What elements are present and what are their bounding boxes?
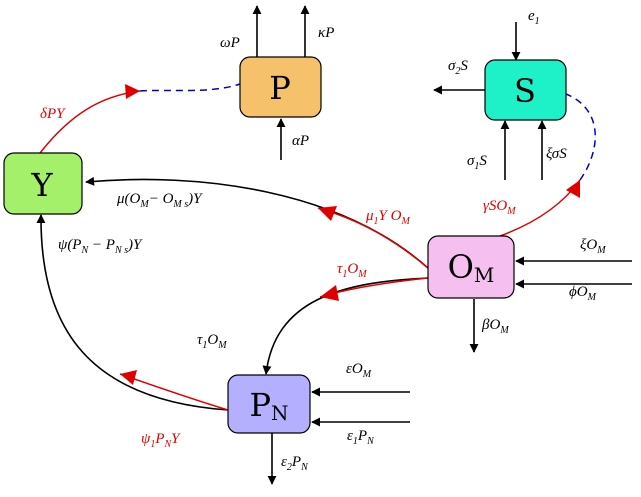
dash-P-link [139, 83, 241, 92]
label-kappaP: κP [318, 25, 334, 41]
label-e1: e1 [528, 8, 540, 27]
label-eps1PN: ε1PN [347, 428, 375, 447]
label-psiPN: ψ(PN − PN s)Y [58, 237, 143, 256]
label-sigma1S: σ1S [467, 153, 487, 172]
label-psi1PNY: ψ1PNY [141, 431, 181, 450]
node-PN-label: PN [249, 386, 288, 425]
node-OM-label: OM [448, 248, 495, 287]
node-Y: Y [3, 152, 83, 215]
red-arrowhead-mu1YOM [318, 206, 337, 221]
curve-OM-to-PN [262, 277, 429, 375]
red-arrowhead-psi1PNY [120, 370, 137, 385]
label-xiSigmaS: ξσS [546, 146, 567, 162]
dash-S-link [565, 93, 596, 181]
node-S-box [484, 59, 567, 121]
red-psi1PNY [119, 373, 229, 411]
label-muOM: μ(OM− OM s)Y [116, 191, 203, 210]
red-arrowhead-deltaPY [125, 84, 140, 99]
label-gammaSOM: γSOM [483, 198, 516, 217]
node-S-label: S [514, 72, 536, 110]
label-deltaPY: δPY [40, 106, 66, 122]
red-arrowhead-tau1OM [320, 285, 339, 301]
label-xiOM: ξOM [580, 237, 606, 256]
red-arrowhead-gammaSOM [566, 180, 580, 198]
node-PN-box [227, 374, 311, 434]
label-eps2PN: ε2PN [281, 454, 309, 473]
label-betaOM: βOM [481, 317, 509, 336]
node-Y-label: Y [30, 166, 53, 204]
node-Y-box [3, 152, 83, 215]
node-OM: OM [427, 235, 515, 299]
label-sigma2S: σ2S [448, 58, 468, 77]
label-epsOM: εOM [346, 361, 372, 380]
label-tau1OM-red: τ1OM [337, 261, 367, 280]
node-OM-box [427, 235, 515, 299]
node-P: P [239, 56, 322, 118]
curve-PN-to-Y [36, 214, 229, 411]
label-phiOM: ϕOM [569, 284, 597, 303]
label-tau1OM-black: τ1OM [197, 332, 227, 351]
node-PN: PN [227, 374, 311, 434]
node-P-box [239, 56, 322, 118]
red-deltaPY [39, 90, 141, 154]
label-omegaP: ωP [220, 35, 240, 51]
node-S: S [484, 59, 567, 121]
label-alphaP: αP [292, 133, 309, 149]
label-mu1YOM: μ1Y OM [365, 208, 410, 227]
node-P-label: P [269, 69, 291, 107]
